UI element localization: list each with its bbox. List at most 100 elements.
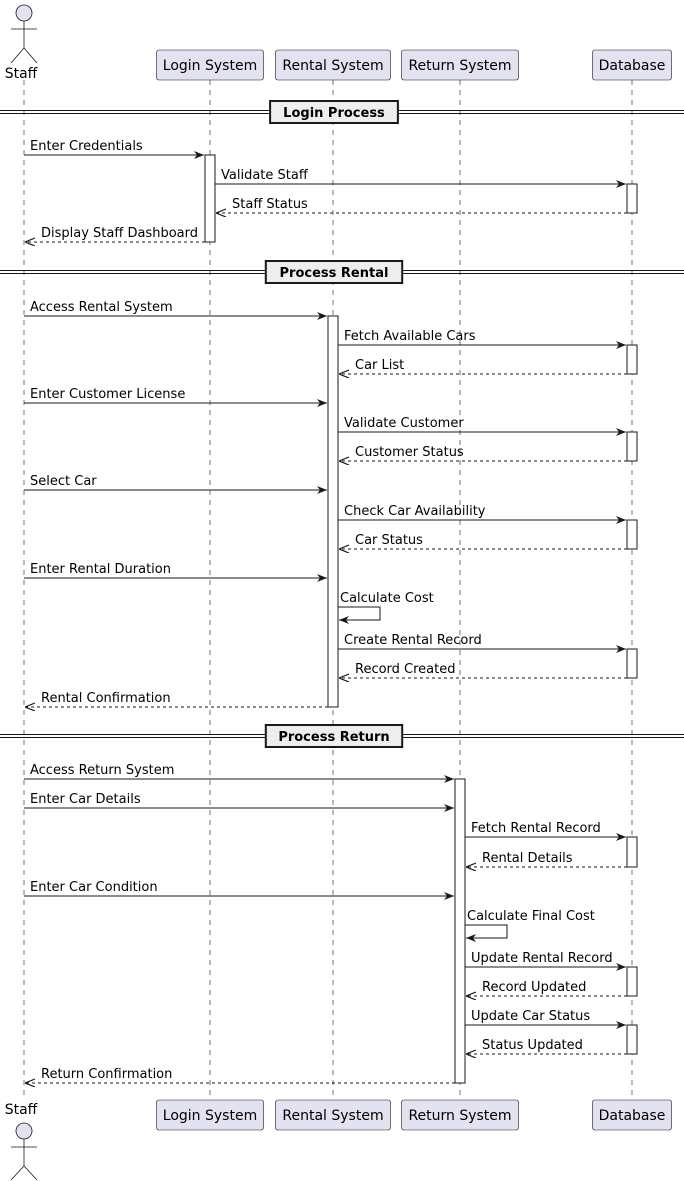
message-label: Status Updated (482, 1038, 583, 1053)
message-label: Display Staff Dashboard (41, 226, 198, 241)
message: Fetch Rental Record (465, 821, 626, 841)
message: Customer Status (339, 445, 627, 461)
participant-label: Return System (408, 58, 511, 74)
participant-box (401, 1099, 519, 1131)
message: Status Updated (466, 1038, 627, 1054)
participant-box (401, 49, 519, 81)
activation-bar-login (204, 154, 216, 243)
message-label: Record Created (355, 662, 456, 677)
message: Select Car (24, 474, 327, 494)
actor-leg-left (10, 1165, 25, 1181)
message: Enter Car Details (24, 792, 454, 812)
separator-box (264, 260, 404, 284)
message: Calculate Final Cost (465, 909, 595, 942)
separator: Process Rental (0, 260, 684, 284)
actor-leg-left (10, 47, 25, 64)
message: Enter Credentials (24, 139, 204, 159)
activation-bar-rental (327, 315, 339, 708)
message-label: Calculate Final Cost (467, 909, 595, 924)
message-label: Access Rental System (30, 300, 173, 315)
message: Validate Staff (215, 168, 626, 188)
participant-login-bottom: Login System (156, 1099, 264, 1131)
message: Car List (339, 358, 627, 374)
message-label: Calculate Cost (340, 591, 434, 606)
participant-label: Database (599, 1108, 666, 1124)
separator: Process Return (0, 724, 684, 748)
message: Rental Confirmation (25, 691, 328, 707)
message-label: Return Confirmation (41, 1067, 172, 1082)
message-label: Validate Customer (344, 416, 464, 431)
message: Record Updated (466, 980, 627, 996)
self-message-arrow (338, 606, 381, 624)
message: Update Rental Record (465, 951, 626, 971)
message: Validate Customer (338, 416, 626, 436)
activation-bar-db (626, 431, 638, 462)
message: Staff Status (216, 197, 627, 213)
separator-label: Process Return (278, 730, 389, 745)
message: Display Staff Dashboard (25, 226, 205, 242)
self-message-arrow (465, 924, 508, 942)
participant-box (275, 49, 391, 81)
actor-staff-bottom: Staff (5, 1102, 38, 1181)
activation-bar-db (626, 519, 638, 550)
message-label: Check Car Availability (344, 504, 486, 519)
actor-leg-right (23, 47, 38, 64)
message-label: Rental Confirmation (41, 691, 171, 706)
participant-label: Database (599, 58, 666, 74)
message-label: Record Updated (482, 980, 586, 995)
message: Calculate Cost (338, 591, 434, 624)
message: Access Rental System (24, 300, 327, 320)
message: Car Status (339, 533, 627, 549)
participant-rental-top: Rental System (275, 49, 391, 81)
message-label: Enter Car Condition (30, 880, 158, 895)
message: Enter Car Condition (24, 880, 454, 900)
message-label: Customer Status (355, 445, 464, 460)
message: Fetch Available Cars (338, 329, 626, 349)
message-label: Enter Customer License (30, 387, 185, 402)
participant-box (592, 49, 672, 81)
participant-label: Rental System (282, 58, 383, 74)
separator-label: Process Rental (280, 266, 389, 281)
participant-db-top: Database (592, 49, 672, 81)
participant-label: Return System (408, 1108, 511, 1124)
message-label: Enter Car Details (30, 792, 141, 807)
participant-rental-bottom: Rental System (275, 1099, 391, 1131)
actor-leg-right (23, 1165, 38, 1181)
message-label: Car List (355, 358, 404, 373)
participant-login-top: Login System (156, 49, 264, 81)
activation-bar-return (454, 778, 466, 1084)
message: Update Car Status (465, 1009, 626, 1029)
participant-label: Login System (163, 58, 257, 74)
actor-label: Staff (5, 66, 38, 82)
participant-box (156, 1099, 264, 1131)
participant-box (275, 1099, 391, 1131)
activation-bar-db (626, 183, 638, 214)
actor-staff-top: Staff (5, 4, 38, 82)
activation-bar-db (626, 648, 638, 679)
activation-bar-db (626, 836, 638, 868)
message-label: Validate Staff (221, 168, 309, 183)
message-label: Create Rental Record (344, 633, 482, 648)
message: Record Created (339, 662, 627, 678)
participant-return-top: Return System (401, 49, 519, 81)
separator-box (264, 724, 404, 748)
message-label: Access Return System (30, 763, 174, 778)
actor-head (15, 4, 33, 22)
activation-bar-db (626, 344, 638, 375)
separator-label: Login Process (283, 106, 385, 121)
participant-box (156, 49, 264, 81)
message-label: Update Rental Record (471, 951, 613, 966)
actor-head (15, 1122, 33, 1140)
activation-bar-db (626, 1024, 638, 1055)
activation-bar-db (626, 966, 638, 997)
message-label: Staff Status (232, 197, 308, 212)
message-label: Select Car (30, 474, 97, 489)
participant-return-bottom: Return System (401, 1099, 519, 1131)
message-label: Enter Rental Duration (30, 562, 171, 577)
separator-box (269, 100, 399, 124)
message: Check Car Availability (338, 504, 626, 524)
message-label: Fetch Available Cars (344, 329, 476, 344)
message-label: Car Status (355, 533, 423, 548)
message: Create Rental Record (338, 633, 626, 653)
